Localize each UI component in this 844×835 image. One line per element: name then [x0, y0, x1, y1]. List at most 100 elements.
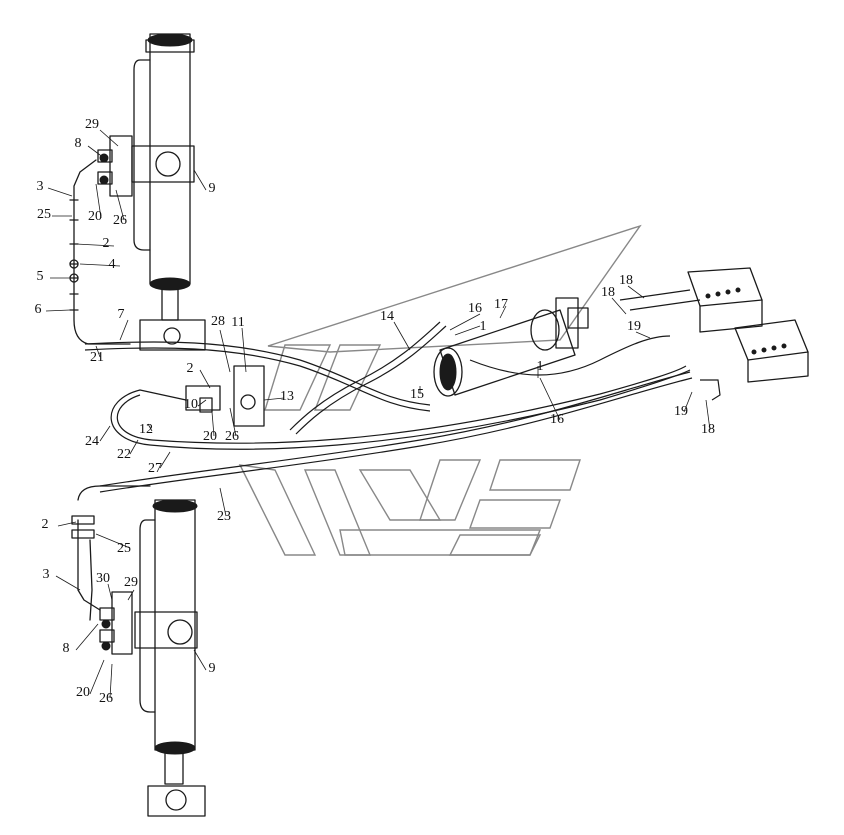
- callout-label-19: 19: [674, 404, 688, 419]
- callout-label-24: 24: [85, 434, 99, 449]
- callout-label-13: 13: [280, 389, 294, 404]
- callout-label-14: 14: [380, 309, 394, 324]
- callout-leader-25: [95, 533, 131, 549]
- callout-label-10: 10: [184, 397, 198, 412]
- callout-label-30: 30: [96, 571, 110, 586]
- callout-leader-20: [211, 411, 215, 437]
- callout-leader-17: [499, 305, 507, 319]
- callout-leader-3: [55, 575, 81, 591]
- callout-label-20: 20: [203, 429, 217, 444]
- callout-label-12: 12: [139, 422, 153, 437]
- callout-leader-2: [57, 521, 77, 527]
- callout-label-15: 15: [410, 387, 424, 402]
- callout-label-16: 16: [468, 301, 482, 316]
- callout-leader-10: [197, 399, 207, 407]
- callout-label-23: 23: [217, 509, 231, 524]
- callout-leader-30: [107, 583, 113, 601]
- callout-leader-24: [99, 425, 111, 442]
- callout-leader-18: [705, 399, 711, 431]
- callout-label-1: 1: [537, 359, 544, 374]
- callout-leader-27: [159, 451, 171, 469]
- callout-leader-29: [127, 589, 135, 601]
- hose-routing: [84, 289, 721, 493]
- callout-leader-14: [393, 321, 411, 351]
- callout-label-2: 2: [42, 517, 49, 532]
- upper-valve-block: [69, 135, 133, 345]
- callout-leader-8: [75, 623, 99, 651]
- callout-leader-19: [635, 331, 651, 339]
- callout-leader-18: [627, 285, 645, 299]
- callout-label-2: 2: [187, 361, 194, 376]
- callout-leader-23: [219, 487, 227, 517]
- callout-label-25: 25: [37, 207, 51, 222]
- upper-hydraulic-cylinder: [131, 33, 206, 351]
- callout-leader-21: [95, 345, 101, 358]
- callout-label-28: 28: [211, 314, 225, 329]
- callout-leader-16: [539, 377, 561, 421]
- callout-leader-7: [119, 319, 129, 341]
- callout-leader-26: [109, 663, 113, 699]
- callout-label-21: 21: [90, 350, 104, 365]
- callout-label-4: 4: [109, 257, 116, 272]
- callout-label-16: 16: [550, 412, 564, 427]
- callout-label-22: 22: [117, 447, 131, 462]
- callout-leader-26: [229, 407, 237, 437]
- callout-leader-4: [79, 263, 121, 267]
- callout-leader-20: [95, 183, 102, 219]
- callout-label-6: 6: [35, 302, 42, 317]
- callout-label-9: 9: [209, 181, 216, 196]
- center-control-valve: [139, 365, 265, 427]
- callout-leader-16: [449, 313, 481, 331]
- distributor-blocks: [687, 267, 809, 383]
- callout-label-9: 9: [209, 661, 216, 676]
- callout-label-8: 8: [75, 136, 82, 151]
- callout-leader-1: [454, 325, 481, 336]
- callout-label-3: 3: [37, 179, 44, 194]
- callout-leader-13: [263, 397, 285, 401]
- callout-label-26: 26: [225, 429, 239, 444]
- accumulator-tank: [433, 297, 589, 397]
- callout-leader-18: [611, 297, 627, 315]
- callout-leader-2: [199, 369, 211, 389]
- callout-label-29: 29: [85, 117, 99, 132]
- callout-leader-6: [45, 309, 71, 312]
- callout-leader-8: [87, 145, 105, 159]
- callout-label-18: 18: [701, 422, 715, 437]
- callout-leader-12: [147, 423, 153, 432]
- callout-label-26: 26: [99, 691, 113, 706]
- callout-label-7: 7: [118, 307, 125, 322]
- callout-leader-29: [99, 129, 119, 147]
- callout-leader-22: [129, 439, 139, 455]
- callout-label-8: 8: [63, 641, 70, 656]
- lower-hydraulic-cylinder: [134, 499, 206, 817]
- callout-leader-20: [89, 659, 105, 695]
- callout-label-19: 19: [627, 319, 641, 334]
- callout-leader-28: [219, 329, 231, 373]
- callout-leader-19: [683, 391, 693, 413]
- callout-leader-9: [193, 649, 207, 671]
- callout-label-27: 27: [148, 461, 162, 476]
- callout-label-3: 3: [43, 567, 50, 582]
- callout-label-5: 5: [37, 269, 44, 284]
- callout-leader-11: [241, 327, 247, 373]
- callout-label-25: 25: [117, 541, 131, 556]
- callout-label-20: 20: [88, 209, 102, 224]
- callout-label-18: 18: [619, 273, 633, 288]
- callout-label-11: 11: [231, 315, 244, 330]
- callout-label-2: 2: [103, 236, 110, 251]
- callout-label-17: 17: [494, 297, 508, 312]
- callout-leader-26: [115, 189, 125, 221]
- callout-leader-2: [75, 243, 115, 247]
- callout-leader-9: [193, 169, 207, 191]
- callout-label-20: 20: [76, 685, 90, 700]
- watermark-logo: [238, 224, 642, 556]
- callout-label-29: 29: [124, 575, 138, 590]
- callout-label-26: 26: [113, 213, 127, 228]
- callout-label-1: 1: [480, 319, 487, 334]
- callout-label-18: 18: [601, 285, 615, 300]
- callout-leader-3: [47, 187, 73, 197]
- lower-valve-block: [71, 485, 151, 655]
